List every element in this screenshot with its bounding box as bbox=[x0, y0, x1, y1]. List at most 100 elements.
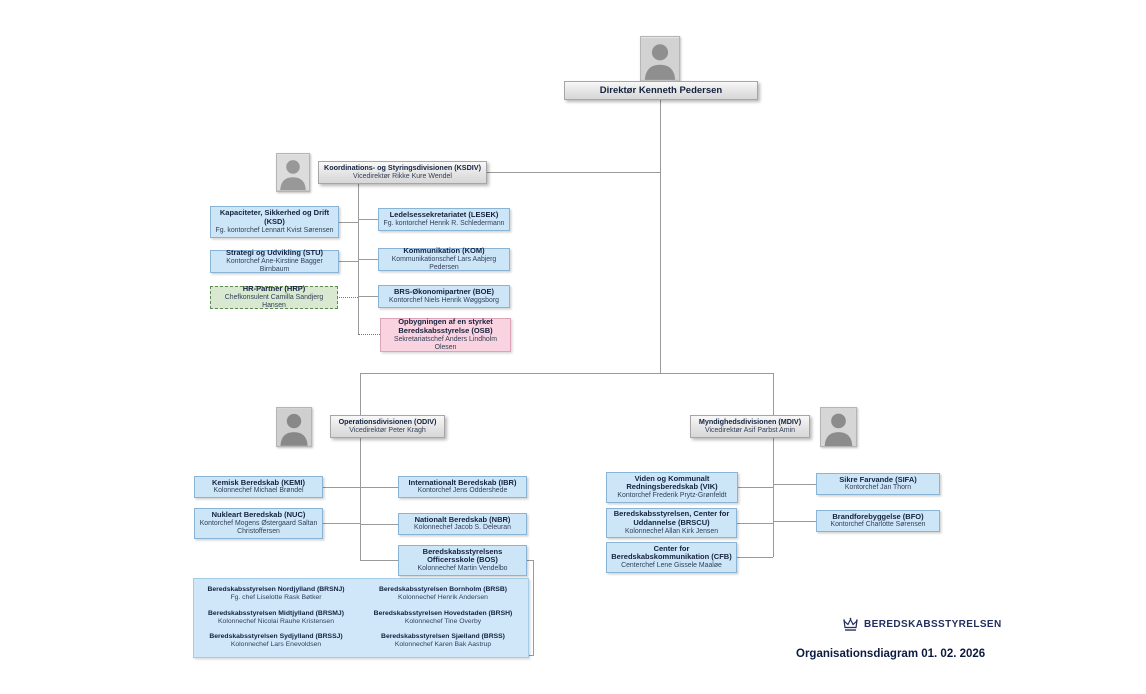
box-sub: Vicedirektør Rikke Kure Wendel bbox=[353, 172, 452, 180]
box-title: Nationalt Beredskab (NBR) bbox=[414, 514, 511, 524]
connector-line bbox=[360, 524, 398, 525]
connector-line bbox=[660, 100, 661, 373]
entry-title: Beredskabsstyrelsen Bornholm (BRSB) bbox=[378, 586, 508, 593]
diagram-caption: Organisationsdiagram 01. 02. 2026 bbox=[796, 648, 986, 660]
box-sub: Vicedirektør Asif Parbst Amin bbox=[704, 426, 796, 434]
box-nbr: Nationalt Beredskab (NBR) Kolonnechef Ja… bbox=[398, 513, 527, 535]
connector-line bbox=[358, 219, 378, 220]
box-title: Kemisk Beredskab (KEMI) bbox=[212, 477, 305, 487]
entry-title: Beredskabsstyrelsen Sjælland (BRSS) bbox=[381, 633, 505, 640]
box-title: BRS-Økonomipartner (BOE) bbox=[393, 287, 494, 296]
box-sub: Fg. kontorchef Lennart Kvist Sørensen bbox=[215, 226, 334, 234]
box-sub: Chefkonsulent Camilla Sandjerg Hansen bbox=[224, 293, 324, 309]
box-sub: Kontorchef Ane-Kirstine Bagger Birnbaum bbox=[226, 257, 323, 273]
connector-line bbox=[358, 296, 378, 297]
box-bos: Beredskabsstyrelsens Officersskole (BOS)… bbox=[398, 545, 527, 576]
entry-sub: Kolonnechef Karen Bak Aastrup bbox=[394, 641, 492, 649]
connector-line bbox=[339, 222, 358, 223]
box-mdiv: Myndighedsdivisionen (MDIV) Vicedirektør… bbox=[690, 415, 810, 438]
connector-line bbox=[487, 172, 660, 173]
box-sub: Sekretariatschef Anders Lindholm Olesen bbox=[393, 335, 498, 351]
box-sub: Kontorchef Charlotte Sørensen bbox=[830, 521, 926, 529]
regional-entry-brsh: Beredskabsstyrelsen Hovedstaden (BRSH) K… bbox=[364, 610, 522, 627]
connector-line bbox=[323, 523, 360, 524]
connector-line bbox=[339, 261, 358, 262]
regional-entry-brsmj: Beredskabsstyrelsen Midtjylland (BRSMJ) … bbox=[197, 610, 355, 627]
connector-line bbox=[358, 259, 378, 260]
connector-line bbox=[737, 523, 773, 524]
box-sub: Kontorchef Jan Thorn bbox=[844, 484, 912, 492]
box-sub: Kolonnechef Allan Kirk Jensen bbox=[624, 527, 719, 535]
regional-entry-brsb: Beredskabsstyrelsen Bornholm (BRSB) Kolo… bbox=[364, 586, 522, 603]
connector-line bbox=[360, 560, 398, 561]
box-lesek: Ledelsessekretariatet (LESEK) Fg. kontor… bbox=[378, 208, 510, 231]
person-silhouette-icon bbox=[277, 408, 311, 446]
person-silhouette-icon bbox=[641, 38, 679, 80]
box-sub: Kommunikationschef Lars Aabjerg Pedersen bbox=[391, 255, 497, 271]
box-title: Kommunikation (KOM) bbox=[403, 245, 485, 255]
box-sub: Vicedirektør Peter Kragh bbox=[349, 426, 426, 434]
entry-sub: Kolonnechef Lars Enevoldsen bbox=[230, 641, 322, 649]
box-sub: Centerchef Lene Gissele Maaløe bbox=[621, 562, 722, 570]
box-title: Beredskabsstyrelsens Officersskole (BOS) bbox=[422, 546, 503, 565]
connector-line bbox=[737, 557, 773, 558]
box-stu: Strategi og Udvikling (STU) Kontorchef A… bbox=[210, 247, 339, 273]
box-title: Strategi og Udvikling (STU) bbox=[225, 247, 324, 257]
crown-icon bbox=[843, 617, 858, 631]
box-brscu: Beredskabsstyrelsen, Center for Uddannel… bbox=[606, 508, 737, 538]
entry-sub: Fg. chef Liselotte Rask Bøtker bbox=[230, 594, 322, 602]
mdiv-photo bbox=[820, 407, 857, 447]
connector-line bbox=[773, 484, 816, 485]
box-title: Nukleart Beredskab (NUC) bbox=[211, 509, 306, 519]
box-sub: Kontorchef Frederik Prytz-Grønfeldt bbox=[617, 492, 727, 500]
entry-sub: Kolonnechef Nicolai Rauhe Kristensen bbox=[218, 618, 334, 626]
box-sub: Kontorchef Jens Oddershede bbox=[417, 487, 508, 495]
connector-line bbox=[773, 521, 816, 522]
box-sub: Kolonnechef Michael Brøndel bbox=[213, 487, 304, 495]
box-cfb: Center for Beredskabskommunikation (CFB)… bbox=[606, 542, 737, 573]
box-odiv: Operationsdivisionen (ODIV) Vicedirektør… bbox=[330, 415, 445, 438]
box-sub: Kontorchef Niels Henrik Wøggsborg bbox=[389, 296, 499, 304]
box-sub: Kontorchef Mogens Østergaard Saltan Chri… bbox=[199, 519, 318, 535]
regional-entry-brss: Beredskabsstyrelsen Sjælland (BRSS) Kolo… bbox=[364, 633, 522, 650]
connector-line bbox=[533, 560, 534, 655]
connector-line bbox=[360, 487, 398, 488]
director-photo bbox=[640, 36, 680, 82]
connector-line bbox=[527, 560, 534, 561]
box-title: Viden og Kommunalt Redningsberedskab (VI… bbox=[626, 473, 718, 492]
connector-line-dotted bbox=[337, 297, 358, 298]
box-boe: BRS-Økonomipartner (BOE) Kontorchef Niel… bbox=[378, 285, 510, 308]
connector-line bbox=[738, 487, 773, 488]
regional-centers-panel bbox=[193, 578, 529, 658]
connector-line-dotted bbox=[358, 334, 380, 335]
agency-name: BEREDSKABSSTYRELSEN bbox=[864, 619, 1002, 630]
connector-line bbox=[773, 438, 774, 557]
box-title: Opbygningen af en styrket Beredskabsstyr… bbox=[398, 317, 493, 335]
agency-logo: BEREDSKABSSTYRELSEN bbox=[842, 617, 1002, 632]
box-title: Brandforebyggelse (BFO) bbox=[832, 511, 924, 521]
odiv-photo bbox=[276, 407, 312, 447]
entry-sub: Kolonnechef Henrik Andersen bbox=[398, 594, 488, 602]
connector-line bbox=[773, 373, 774, 415]
entry-sub: Kolonnechef Tine Overby bbox=[404, 618, 482, 626]
box-ksd: Kapaciteter, Sikkerhed og Drift (KSD) Fg… bbox=[210, 206, 339, 238]
box-ksdiv: Koordinations- og Styringsdivisionen (KS… bbox=[318, 161, 487, 184]
box-title: Koordinations- og Styringsdivisionen (KS… bbox=[324, 163, 481, 173]
box-title: Sikre Farvande (SIFA) bbox=[839, 474, 917, 484]
box-title: Myndighedsdivisionen (MDIV) bbox=[698, 417, 802, 427]
box-title: HR-Partner (HRP) bbox=[242, 283, 306, 293]
person-silhouette-icon bbox=[277, 154, 309, 191]
box-kom: Kommunikation (KOM) Kommunikationschef L… bbox=[378, 245, 510, 271]
box-director: Direktør Kenneth Pedersen bbox=[564, 81, 758, 100]
box-title: Beredskabsstyrelsen, Center for Uddannel… bbox=[613, 509, 730, 527]
box-sub: Kolonnechef Martin Vendelbo bbox=[417, 565, 508, 573]
connector-line bbox=[323, 487, 360, 488]
entry-title: Beredskabsstyrelsen Sydjylland (BRSSJ) bbox=[209, 633, 343, 640]
box-hrp: HR-Partner (HRP) Chefkonsulent Camilla S… bbox=[210, 283, 338, 309]
ksdiv-photo bbox=[276, 153, 310, 192]
box-title: Center for Beredskabskommunikation (CFB) bbox=[611, 543, 732, 562]
connector-line bbox=[360, 438, 361, 560]
connector-line bbox=[360, 373, 773, 374]
regional-entry-brsnj: Beredskabsstyrelsen Nordjylland (BRSNJ) … bbox=[197, 586, 355, 603]
